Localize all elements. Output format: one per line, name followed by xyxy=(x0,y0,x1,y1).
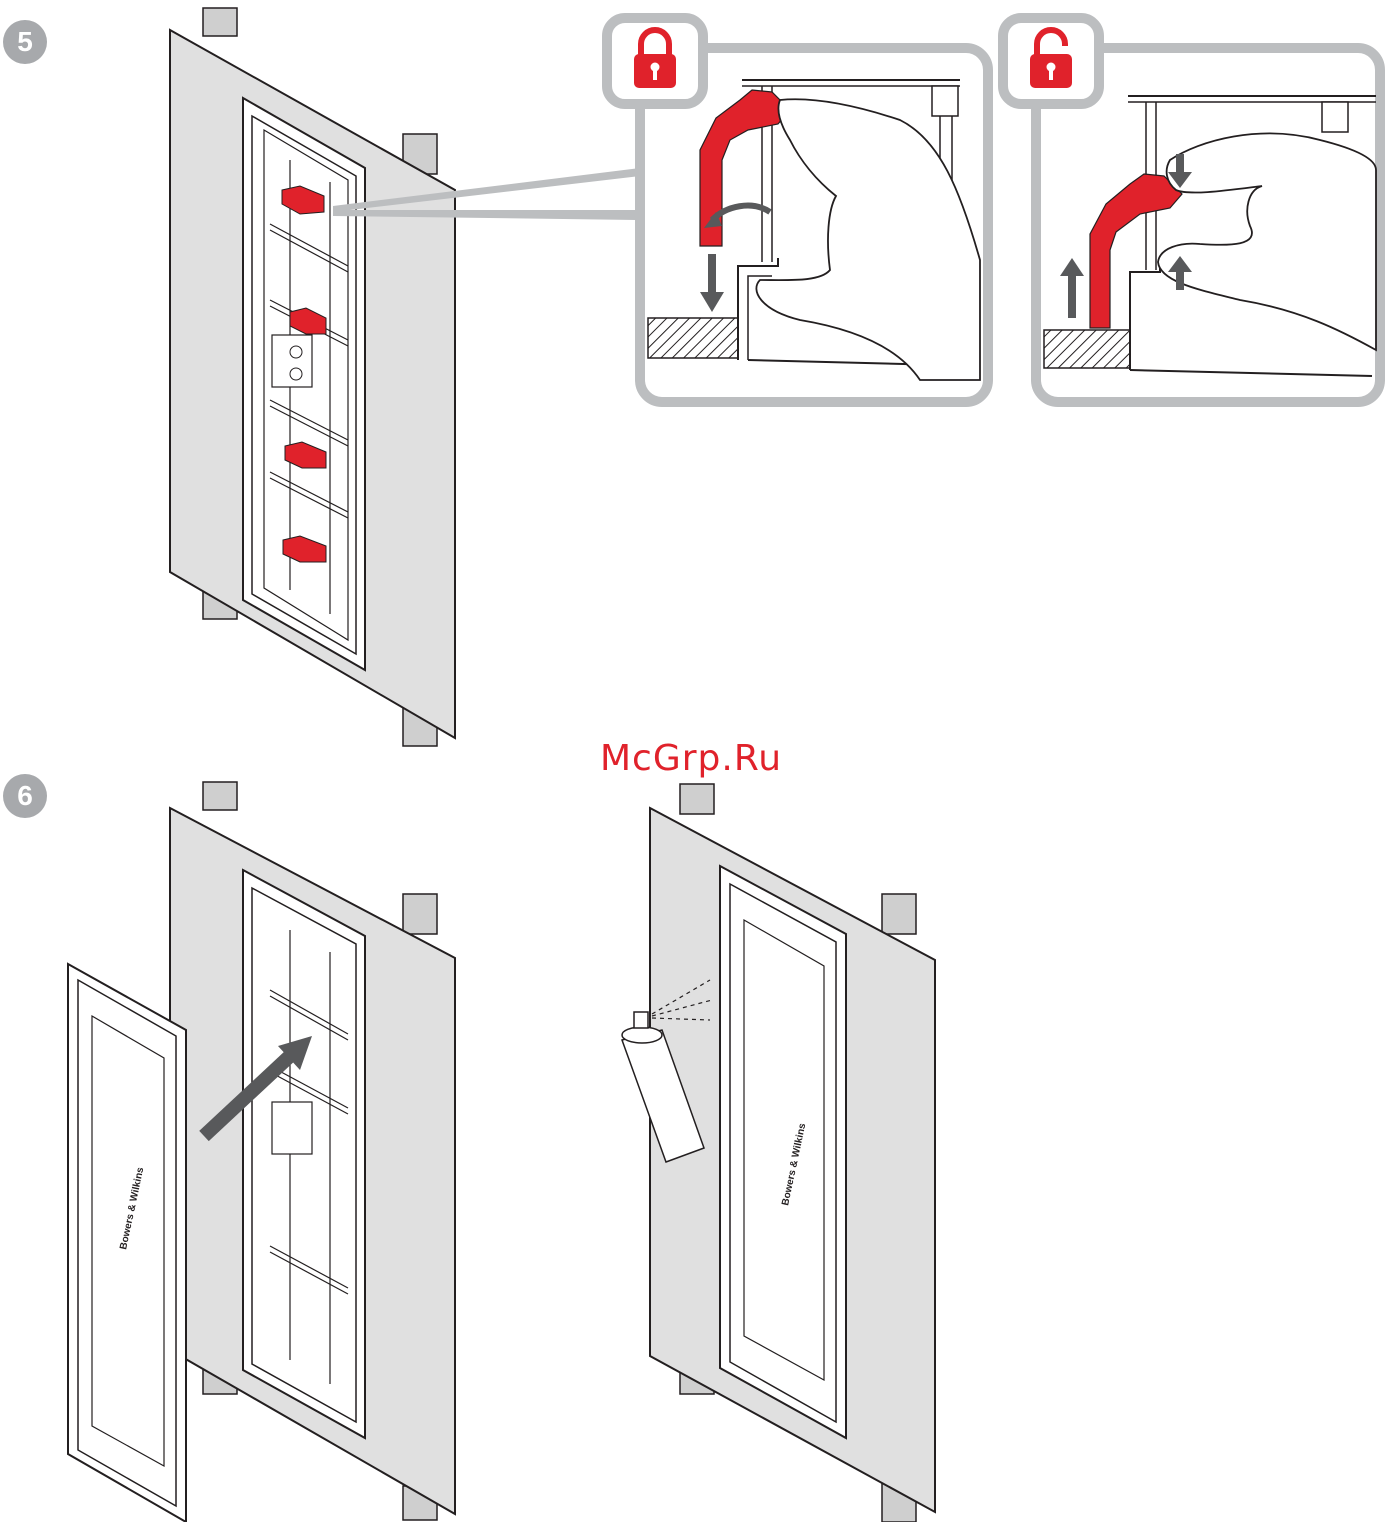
callout-locked xyxy=(607,18,988,402)
step6-wall-assembly-right: Bowers & Wilkins xyxy=(622,784,935,1522)
grille-installed xyxy=(720,866,846,1438)
callout-unlocked xyxy=(1003,18,1380,402)
step6-wall-assembly-left: Bowers & Wilkins xyxy=(68,782,455,1522)
step5-wall-assembly xyxy=(170,8,455,746)
stud-top-left xyxy=(203,8,237,36)
